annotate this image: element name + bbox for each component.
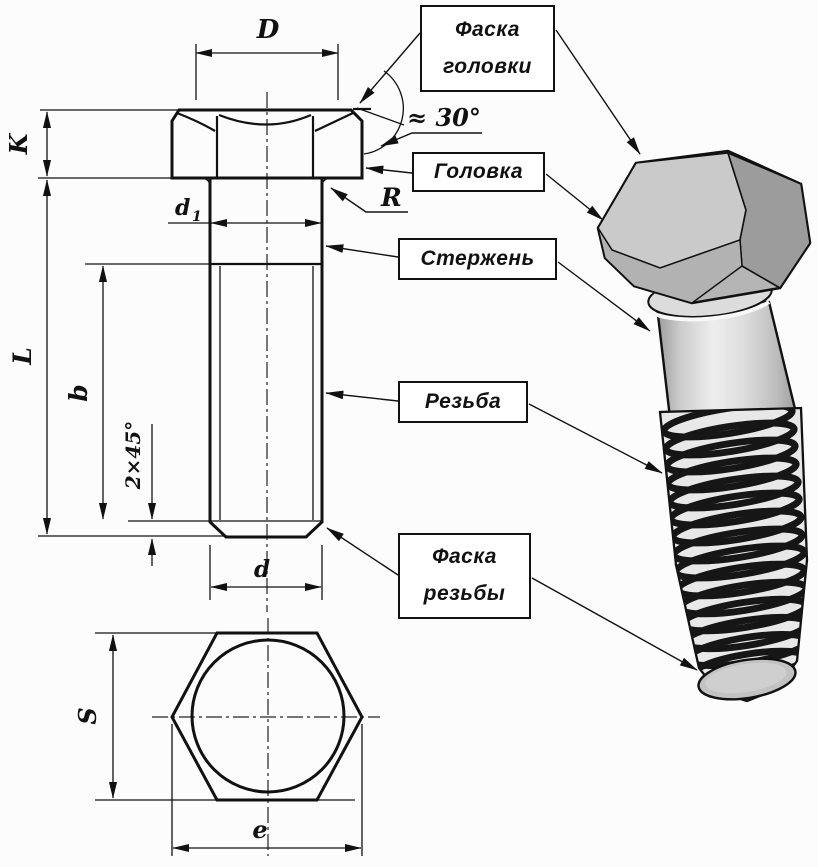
bolt-3d-tip-face-inner — [705, 662, 787, 694]
bolt-3d — [596, 149, 812, 703]
chamfer-angle-arc — [363, 70, 404, 155]
head-chamfer-arc-left — [176, 111, 216, 132]
bolt-shank-outline — [208, 178, 324, 539]
callout-thread-chamfer-line1: Фаска — [432, 545, 497, 569]
callout-head-label: Головка — [433, 159, 524, 183]
leader-thread-to-drawing — [325, 390, 399, 402]
leader-head-chamfer-to-drawing — [359, 32, 421, 104]
head-chamfer-arc-right — [314, 112, 354, 132]
leader-head-chamfer-to-3d — [555, 29, 641, 155]
dim-label-L: L — [8, 347, 37, 366]
bolt-3d-head-right-face — [726, 151, 811, 290]
leader-shank-to-3d — [557, 261, 651, 332]
bolt-3d-head-lower-left-face — [597, 227, 743, 304]
top-view: S e — [73, 618, 380, 856]
callout-head-chamfer: Фаска головки — [420, 5, 555, 92]
callout-thread-chamfer: Фаска резьбы — [398, 533, 531, 619]
leader-shank-to-drawing — [325, 244, 399, 258]
leader-thread-chamfer-to-drawing — [326, 527, 399, 576]
callout-shank: Стержень — [398, 238, 557, 280]
bolt-3d-collar-highlight — [640, 289, 771, 322]
chamfer-angle-slope-line — [356, 107, 405, 126]
dim-label-S: S — [73, 707, 102, 724]
callout-thread-chamfer-line2: резьбы — [423, 582, 506, 605]
callout-leaders — [325, 29, 698, 671]
fillet-R-label: R — [380, 183, 402, 212]
dim-label-end-chamfer: 2×45° — [121, 421, 145, 491]
callout-head-chamfer-line2: головки — [443, 54, 532, 78]
chamfer-angle-label: ≈ 30° — [407, 103, 481, 132]
dim-label-d: d — [254, 556, 270, 583]
dim-label-d1-sub: 1 — [192, 209, 202, 225]
callout-head-chamfer-line1: Фаска — [455, 17, 520, 41]
callout-shank-label: Стержень — [420, 246, 535, 270]
callout-thread: Резьба — [398, 381, 528, 423]
dim-label-e: e — [252, 815, 267, 844]
leader-thread-to-3d — [528, 403, 663, 474]
dim-label-b: b — [64, 384, 93, 401]
dim-label-d1: d — [175, 195, 190, 221]
front-view — [128, 92, 371, 612]
callout-head: Головка — [412, 152, 545, 192]
head-chamfer-arc-middle — [218, 113, 312, 126]
leader-thread-chamfer-to-3d — [531, 577, 698, 671]
leader-head-to-drawing — [365, 165, 413, 175]
bolt-head-outline — [170, 108, 364, 180]
dimensions-front: D K L b d 1 2×45° d R ≈ 30 — [4, 15, 482, 600]
callout-thread-label: Резьба — [424, 389, 502, 413]
fillet-R-leader — [330, 187, 408, 213]
leader-head-to-3d — [545, 173, 604, 221]
chamfer-angle-leader — [380, 132, 482, 147]
head-chamfer-circle — [190, 638, 346, 794]
dim-label-D: D — [256, 15, 280, 45]
dim-label-K: K — [4, 132, 33, 155]
